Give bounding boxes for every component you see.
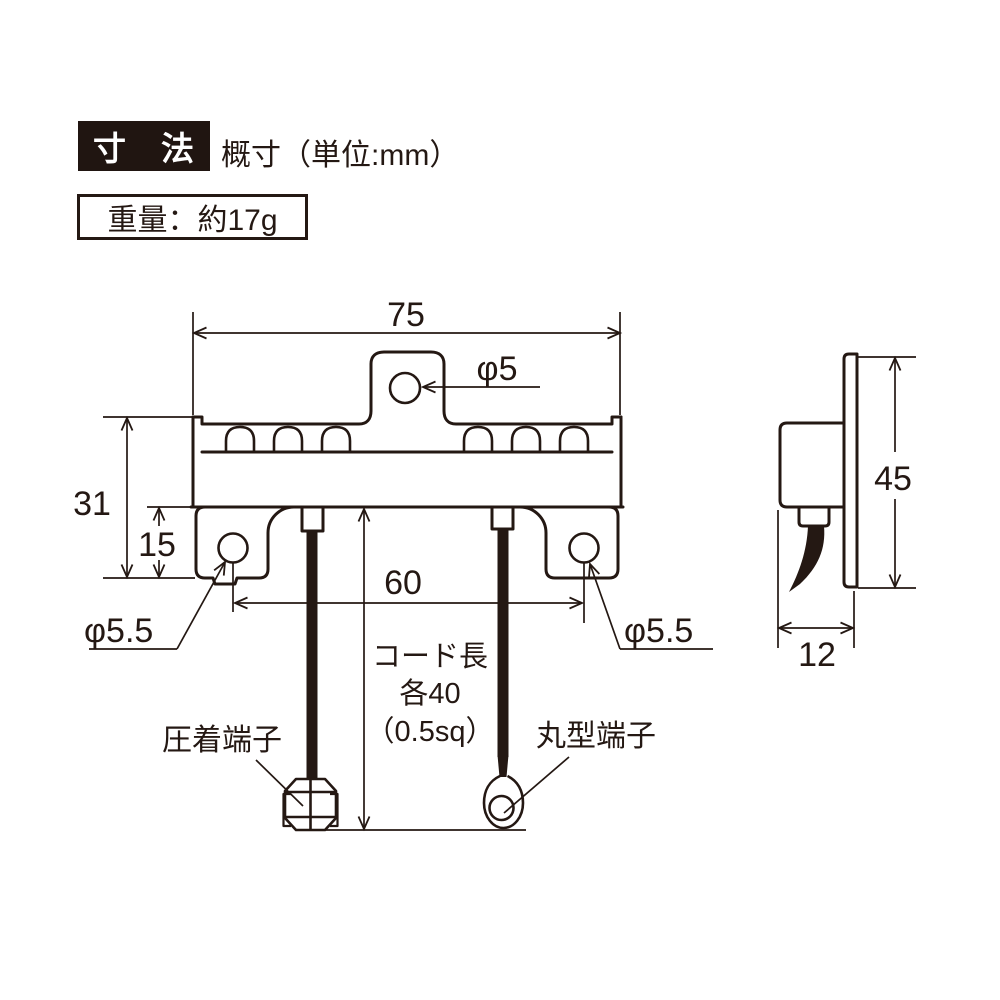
side-cord-stub bbox=[797, 505, 831, 528]
leader-phi55-right bbox=[588, 561, 621, 650]
dim-phi55-left-value: φ5.5 bbox=[84, 612, 153, 650]
dim-12-value: 12 bbox=[798, 636, 836, 674]
dim-75-value: 75 bbox=[387, 296, 425, 334]
dimension-labels: 75 φ5 31 15 60 φ5.5 φ5.5 コード長 各40 （0.5sq… bbox=[73, 296, 912, 757]
right-cord bbox=[497, 528, 509, 757]
cord-length-line3: （0.5sq） bbox=[366, 716, 495, 748]
dim-45-value: 45 bbox=[874, 460, 912, 498]
cord-length-line2: 各40 bbox=[399, 677, 460, 710]
ring-terminal bbox=[482, 774, 525, 830]
unit-note: 概寸（単位:mm） bbox=[221, 139, 460, 172]
left-cord-stub bbox=[300, 505, 325, 533]
leader-phi55-left bbox=[176, 560, 227, 650]
section-title-box: 寸 法 bbox=[78, 121, 210, 171]
side-cord bbox=[789, 526, 825, 592]
left-mount-hole bbox=[217, 532, 249, 564]
leader-crimp-terminal bbox=[255, 759, 304, 807]
dim-31-value: 31 bbox=[73, 485, 111, 523]
crimp-terminal bbox=[282, 777, 339, 832]
top-mount-hole bbox=[388, 371, 422, 405]
right-mount-tab bbox=[518, 505, 620, 580]
ring-terminal-hole bbox=[488, 794, 515, 822]
crimp-terminal-wings bbox=[282, 792, 339, 828]
rail-arches bbox=[224, 425, 590, 454]
crimp-terminal-detail bbox=[285, 779, 336, 830]
front-view bbox=[189, 350, 625, 586]
dimension-lines bbox=[89, 312, 916, 832]
right-cord-stub bbox=[490, 505, 515, 531]
section-title: 寸 法 bbox=[93, 130, 195, 167]
dim-phi5-value: φ5 bbox=[477, 350, 518, 388]
left-mount-tab bbox=[194, 505, 296, 586]
dim-60-value: 60 bbox=[384, 564, 422, 602]
front-body-sides bbox=[189, 415, 625, 509]
dim-15-value: 15 bbox=[138, 526, 176, 564]
right-cord-taper bbox=[497, 755, 509, 777]
side-plate bbox=[842, 352, 859, 589]
ring-terminal-body bbox=[482, 774, 525, 830]
dim-phi55-right-value: φ5.5 bbox=[624, 612, 693, 650]
weight-label: 重量：約17g bbox=[107, 204, 278, 237]
left-cord bbox=[306, 530, 318, 779]
cord-length-line1: コード長 bbox=[372, 641, 488, 673]
weight-box: 重量：約17g bbox=[77, 194, 308, 240]
side-view bbox=[778, 352, 859, 589]
ring-terminal-label: 丸型端子 bbox=[536, 720, 656, 753]
leader-ring-terminal bbox=[503, 756, 570, 814]
front-body-top-outline bbox=[191, 350, 623, 426]
right-mount-hole bbox=[568, 532, 600, 564]
dim-45-extensions bbox=[858, 356, 916, 589]
crimp-terminal-label: 圧着端子 bbox=[162, 724, 282, 757]
side-body bbox=[778, 421, 846, 509]
cords bbox=[306, 526, 825, 779]
